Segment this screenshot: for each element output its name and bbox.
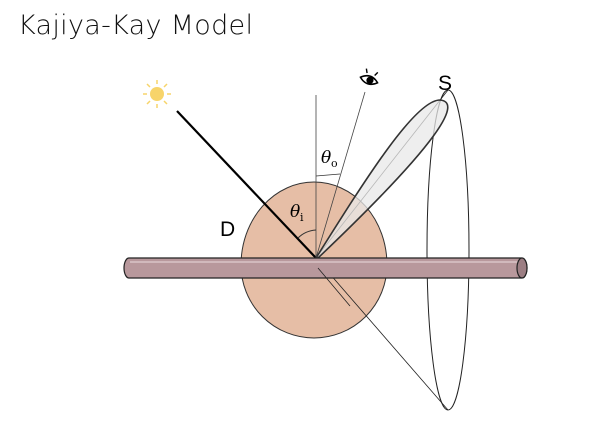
cone-edge-lower	[315, 257, 449, 411]
view-direction-line	[315, 91, 366, 259]
specular-lobe	[314, 99, 449, 259]
diffuse-label: D	[220, 218, 235, 241]
theta-i-subscript: i	[300, 211, 304, 224]
lower-cone-projection	[317, 267, 351, 307]
theta-o-subscript: o	[331, 157, 338, 170]
hair-fiber-end-cap	[516, 257, 528, 279]
hair-fiber	[123, 257, 528, 279]
theta-o-symbol: θ	[321, 148, 331, 168]
theta-o-arc	[315, 173, 341, 177]
slide-title: Kajiya-Kay Model	[18, 10, 254, 41]
specular-label: S	[438, 72, 452, 95]
eye-icon	[359, 68, 379, 86]
incident-light-ray	[176, 110, 317, 259]
theta-i-symbol: θ	[290, 202, 300, 222]
sun-icon	[143, 80, 171, 108]
diffuse-sphere-lower	[240, 264, 388, 339]
theta-i-arc	[297, 229, 317, 239]
specular-cone-ellipse	[426, 89, 470, 411]
